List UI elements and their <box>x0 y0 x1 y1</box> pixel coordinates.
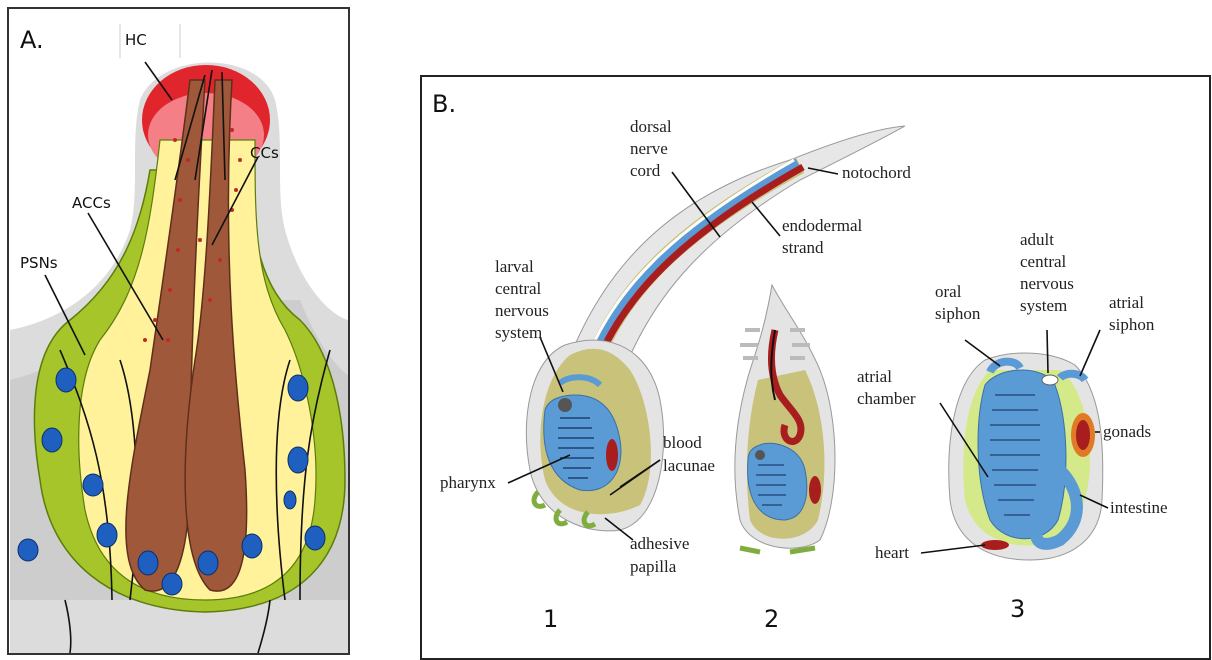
ocellus <box>558 398 572 412</box>
label-intestine: intestine <box>1110 498 1168 517</box>
panel-b: B. <box>421 76 1210 659</box>
stage2-ocellus <box>755 450 765 460</box>
gonad-inner <box>1076 420 1090 450</box>
heart <box>981 540 1009 550</box>
label-gonads: gonads <box>1103 422 1151 441</box>
panel-a-letter: A. <box>20 26 44 54</box>
label-blood-1: blood <box>663 433 702 452</box>
label-oral-1: oral <box>935 282 962 301</box>
label-atrial-siphon-1: atrial <box>1109 293 1144 312</box>
juvenile-stage-3 <box>949 353 1103 560</box>
label-adult-4: system <box>1020 296 1067 315</box>
label-dorsal-1: dorsal <box>630 117 672 136</box>
label-psns: PSNs <box>20 254 58 272</box>
label-adhesive-1: adhesive <box>630 534 689 553</box>
label-blood-2: lacunae <box>663 456 715 475</box>
label-accs: ACCs <box>72 194 111 212</box>
label-adult-2: central <box>1020 252 1067 271</box>
label-dorsal-2: nerve <box>630 139 668 158</box>
label-larval-1: larval <box>495 257 534 276</box>
label-oral-2: siphon <box>935 304 981 323</box>
label-ccs: CCs <box>250 144 279 162</box>
stage-label-1: 1 <box>543 605 558 633</box>
panel-b-letter: B. <box>432 90 456 118</box>
label-hc: HC <box>125 31 147 49</box>
stage-label-2: 2 <box>764 605 779 633</box>
label-atrial-siphon-2: siphon <box>1109 315 1155 334</box>
label-adult-1: adult <box>1020 230 1054 249</box>
stage-label-3: 3 <box>1010 595 1025 623</box>
lead-adult-cns <box>1047 330 1048 373</box>
larva-organ <box>606 439 618 471</box>
label-larval-3: nervous <box>495 301 549 320</box>
label-dorsal-3: cord <box>630 161 661 180</box>
label-notochord: notochord <box>842 163 911 182</box>
label-larval-2: central <box>495 279 542 298</box>
panel-a: A. HC CCs ACCs PSNs <box>8 8 349 654</box>
label-endodermal-1: endodermal <box>782 216 863 235</box>
adult-cns <box>1042 375 1058 385</box>
label-heart: heart <box>875 543 909 562</box>
stage2-organ <box>809 476 821 504</box>
label-atrial-chamber-1: atrial <box>857 367 892 386</box>
label-adhesive-2: papilla <box>630 557 677 576</box>
label-atrial-chamber-2: chamber <box>857 389 916 408</box>
label-pharynx: pharynx <box>440 473 496 492</box>
label-adult-3: nervous <box>1020 274 1074 293</box>
label-larval-4: system <box>495 323 542 342</box>
label-endodermal-2: strand <box>782 238 824 257</box>
